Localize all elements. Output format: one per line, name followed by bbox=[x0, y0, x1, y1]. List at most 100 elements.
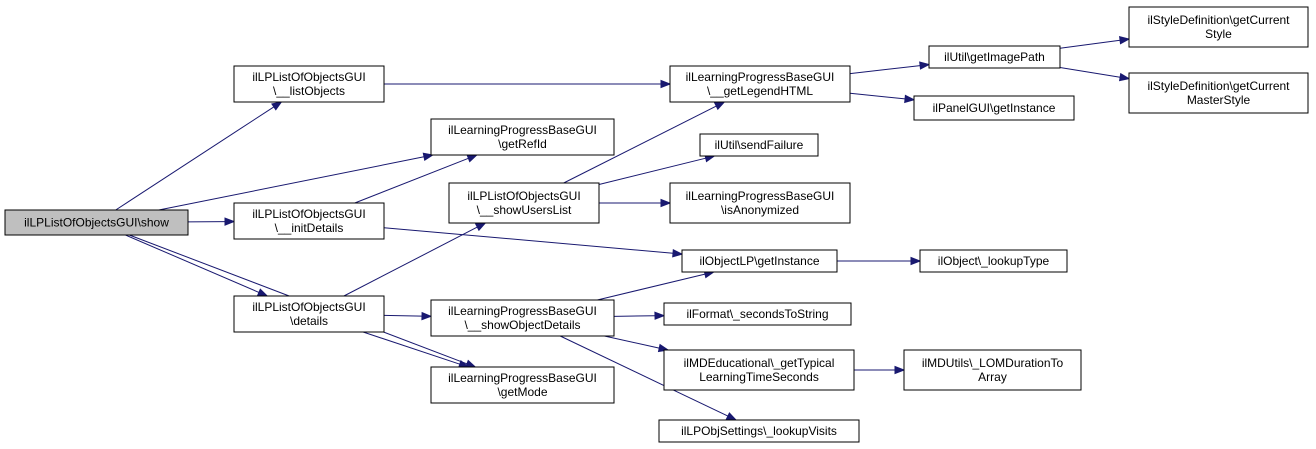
node-isAnonymized[interactable]: ilLearningProgressBaseGUI\isAnonymized bbox=[669, 182, 851, 224]
node-label: ilLearningProgressBaseGUI bbox=[448, 123, 597, 137]
edge-line bbox=[125, 234, 260, 293]
arrowhead-icon bbox=[725, 412, 738, 421]
edge-line bbox=[597, 273, 706, 301]
edge-showObjectDetails-to-objectLPGetInstance bbox=[597, 270, 716, 301]
node-label: Array bbox=[978, 370, 1007, 384]
node-label: LearningTimeSeconds bbox=[699, 370, 819, 384]
edge-line bbox=[383, 314, 423, 317]
edge-details-to-getMode bbox=[362, 331, 470, 369]
edge-getLegendHTML-to-panelGetInstance bbox=[849, 92, 916, 104]
node-secondsToString[interactable]: ilFormat\_secondsToString bbox=[663, 302, 852, 326]
edge-line bbox=[598, 157, 706, 185]
node-getMode[interactable]: ilLearningProgressBaseGUI\getMode bbox=[430, 366, 615, 404]
node-sendFailure[interactable]: ilUtil\sendFailure bbox=[699, 133, 819, 157]
node-label: ilObject\_lookupType bbox=[938, 254, 1050, 268]
edge-line bbox=[563, 105, 717, 184]
arrowhead-icon bbox=[660, 198, 672, 208]
node-label: \__getLegendHTML bbox=[707, 84, 813, 98]
edge-line bbox=[354, 157, 469, 204]
node-label: ilLPListOfObjectsGUI bbox=[467, 189, 580, 203]
node-box bbox=[233, 295, 385, 333]
node-box bbox=[430, 299, 615, 337]
edge-show-to-listObjects bbox=[115, 101, 283, 211]
edge-getImagePath-to-getCurrentMasterStyle bbox=[1059, 67, 1131, 82]
arrowhead-icon bbox=[224, 217, 236, 226]
node-show[interactable]: ilLPListOfObjectsGUI\show bbox=[4, 209, 189, 236]
edge-line bbox=[559, 335, 729, 417]
edge-line bbox=[1059, 67, 1121, 78]
node-label: ilLPListOfObjectsGUI bbox=[252, 207, 365, 221]
node-lookupVisits[interactable]: ilLPObjSettings\_lookupVisits bbox=[658, 419, 860, 443]
edge-showUsersList-to-isAnonymized bbox=[599, 198, 672, 208]
node-label: ilMDEducational\_getTypical bbox=[684, 356, 835, 370]
arrowhead-icon bbox=[466, 154, 479, 163]
node-box bbox=[1128, 6, 1309, 48]
node-getImagePath[interactable]: ilUtil\getImagePath bbox=[928, 45, 1061, 69]
edges-layer bbox=[115, 36, 1131, 421]
edge-showObjectDetails-to-secondsToString bbox=[613, 311, 666, 320]
node-label: \__showObjectDetails bbox=[464, 318, 580, 332]
node-box bbox=[663, 349, 855, 391]
node-box bbox=[681, 249, 838, 273]
arrowhead-icon bbox=[910, 256, 922, 266]
edge-line bbox=[362, 331, 460, 365]
arrowhead-icon bbox=[422, 152, 435, 162]
node-label: ilStyleDefinition\getCurrent bbox=[1147, 79, 1290, 93]
node-label: \__showUsersList bbox=[477, 203, 572, 217]
node-box bbox=[233, 202, 385, 240]
node-initDetails[interactable]: ilLPListOfObjectsGUI\__initDetails bbox=[233, 202, 385, 240]
node-label: \isAnonymized bbox=[721, 203, 799, 217]
arrowhead-icon bbox=[713, 101, 726, 111]
node-box bbox=[919, 249, 1068, 273]
node-panelGetInstance[interactable]: ilPanelGUI\getInstance bbox=[913, 95, 1075, 121]
node-box bbox=[233, 65, 385, 103]
node-label: ilLPListOfObjectsGUI\show bbox=[24, 216, 169, 230]
arrowhead-icon bbox=[271, 101, 283, 111]
edge-show-to-initDetails bbox=[187, 217, 236, 226]
nodes-layer: ilLPListOfObjectsGUI\show ilLPListOfObjec… bbox=[4, 6, 1309, 443]
node-lookupType[interactable]: ilObject\_lookupType bbox=[919, 249, 1068, 273]
node-box bbox=[699, 133, 819, 157]
edge-show-to-details bbox=[125, 234, 269, 297]
node-label: ilLPObjSettings\_lookupVisits bbox=[681, 424, 837, 438]
edge-showUsersList-to-sendFailure bbox=[598, 154, 716, 185]
node-label: ilObjectLP\getInstance bbox=[699, 254, 819, 268]
node-box bbox=[663, 302, 852, 326]
node-listObjects[interactable]: ilLPListOfObjectsGUI\__listObjects bbox=[233, 65, 385, 103]
arrowhead-icon bbox=[421, 311, 433, 321]
edge-show-to-getRefId bbox=[158, 152, 435, 211]
edge-line bbox=[613, 315, 656, 317]
node-box bbox=[1128, 72, 1309, 114]
edge-line bbox=[849, 65, 921, 75]
node-getLegendHTML[interactable]: ilLearningProgressBaseGUI\__getLegendHTM… bbox=[669, 65, 851, 103]
node-details[interactable]: ilLPListOfObjectsGUI\details bbox=[233, 295, 385, 333]
node-getRefId[interactable]: ilLearningProgressBaseGUI\getRefId bbox=[430, 118, 615, 156]
edge-line bbox=[604, 335, 660, 349]
node-box bbox=[903, 349, 1082, 391]
arrowhead-icon bbox=[256, 288, 269, 297]
node-showObjectDetails[interactable]: ilLearningProgressBaseGUI\__showObjectDe… bbox=[430, 299, 615, 337]
edge-line bbox=[383, 227, 674, 254]
node-label: ilStyleDefinition\getCurrent bbox=[1147, 13, 1290, 27]
node-getTypicalLearningTime[interactable]: ilMDEducational\_getTypicalLearningTimeS… bbox=[663, 349, 855, 391]
node-label: \getMode bbox=[497, 385, 547, 399]
node-label: ilLPListOfObjectsGUI bbox=[252, 300, 365, 314]
node-objectLPGetInstance[interactable]: ilObjectLP\getInstance bbox=[681, 249, 838, 273]
arrowhead-icon bbox=[474, 222, 487, 232]
node-box bbox=[669, 65, 851, 103]
node-label: ilLearningProgressBaseGUI bbox=[448, 304, 597, 318]
arrowhead-icon bbox=[919, 61, 931, 70]
edge-initDetails-to-getRefId bbox=[354, 154, 479, 204]
edge-getTypicalLearningTime-to-lomDuration bbox=[854, 365, 906, 375]
node-label: ilUtil\getImagePath bbox=[944, 50, 1045, 64]
edge-line bbox=[158, 156, 425, 211]
node-box bbox=[928, 45, 1061, 69]
edge-line bbox=[849, 92, 906, 100]
node-showUsersList[interactable]: ilLPListOfObjectsGUI\__showUsersList bbox=[448, 182, 600, 224]
node-label: ilLearningProgressBaseGUI bbox=[686, 70, 835, 84]
edge-line bbox=[1059, 39, 1121, 49]
